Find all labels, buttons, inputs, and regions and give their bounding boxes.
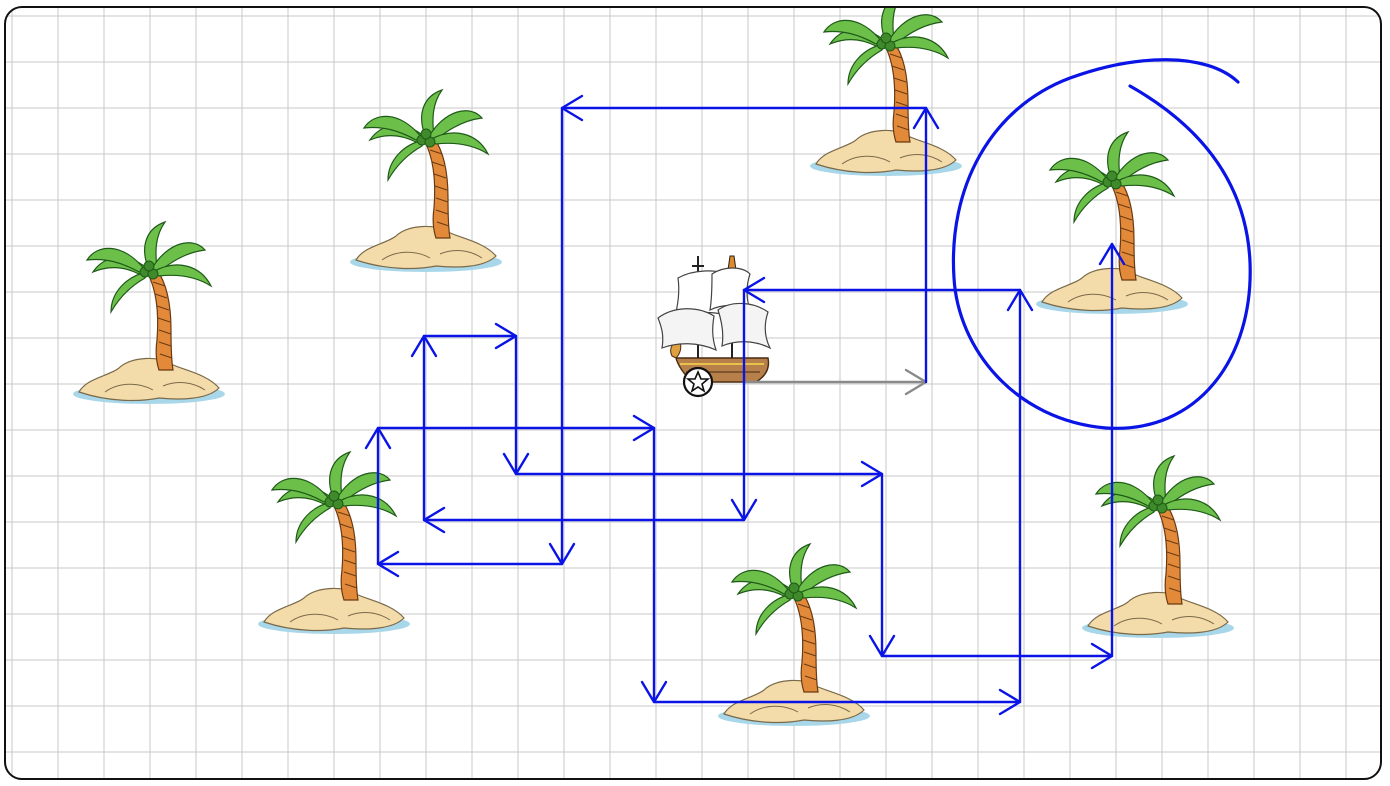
star-icon xyxy=(684,368,712,396)
route-lines xyxy=(366,96,1124,714)
palm-island-icon xyxy=(73,222,225,404)
route-segment xyxy=(424,244,1112,656)
hand-drawn-circle xyxy=(953,60,1250,429)
pirate-ship-icon[interactable] xyxy=(658,256,770,396)
palm-island-icon xyxy=(1082,456,1234,638)
game-board[interactable] xyxy=(4,6,1382,780)
route-segment xyxy=(378,108,1020,702)
map-canvas[interactable] xyxy=(6,8,1382,780)
